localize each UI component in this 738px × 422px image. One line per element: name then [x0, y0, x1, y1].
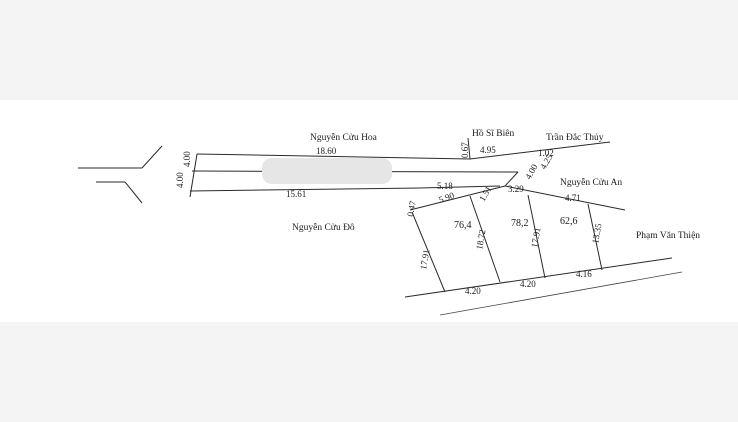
owner-nguyen-cuu-hoa: Nguyễn Cửu Hoa	[310, 132, 378, 143]
dim-hsb-small: 0.67	[460, 142, 470, 158]
dim-left-w2: 4.00	[175, 172, 185, 188]
dim-bottom1: 4.20	[465, 286, 481, 296]
area-lot3: 62,6	[560, 216, 578, 227]
dim-right-side: 4.00	[523, 162, 540, 181]
dim-bottom2: 4.20	[520, 279, 536, 289]
drawing-sheet	[0, 100, 738, 322]
parcel-boundaries	[189, 137, 626, 211]
owner-nguyen-cuu-do: Nguyễn Cửu Đô	[292, 222, 355, 233]
dim-lot1-depth: 17.91	[418, 249, 431, 271]
owner-nguyen-cuu-an: Nguyễn Cửu An	[560, 177, 622, 188]
dim-mid-short: 5.18	[437, 181, 453, 191]
dim-lot1-right: 1.51	[477, 184, 494, 203]
bottom-margin	[0, 322, 738, 422]
area-lot2: 78,2	[511, 218, 529, 229]
road-marks	[78, 145, 163, 204]
top-margin	[0, 0, 738, 100]
owner-ho-si-bien: Hồ Sĩ Biên	[472, 128, 514, 139]
dim-lot3-depth: 17.91	[529, 227, 542, 249]
dim-lot-left-small: 0.47	[405, 200, 418, 218]
lot-divisions	[404, 194, 683, 316]
dim-lot3-top: 4.71	[565, 193, 581, 203]
dim-lot2-depth: 18.72	[474, 229, 487, 251]
dim-hsb-width: 4.95	[480, 145, 496, 155]
dim-top-length: 18.60	[316, 146, 337, 156]
owner-pham-van-thien: Phạm Văn Thiện	[636, 231, 700, 241]
area-lot1: 76,4	[454, 220, 472, 231]
dim-lot1-top: 5.90	[437, 190, 456, 205]
dim-bottom3: 4.16	[576, 269, 592, 279]
dim-mid-length: 15.61	[286, 189, 306, 199]
dim-tdt-width: 1.02	[538, 148, 554, 158]
dim-left-w1: 4.00	[182, 151, 192, 167]
dim-lot2-top: 3.29	[508, 184, 524, 194]
owner-tran-dac-thuy: Trần Đắc Thủy	[546, 132, 604, 143]
redacted-area	[262, 158, 392, 184]
dim-lot4-depth: 13.35	[590, 222, 603, 244]
